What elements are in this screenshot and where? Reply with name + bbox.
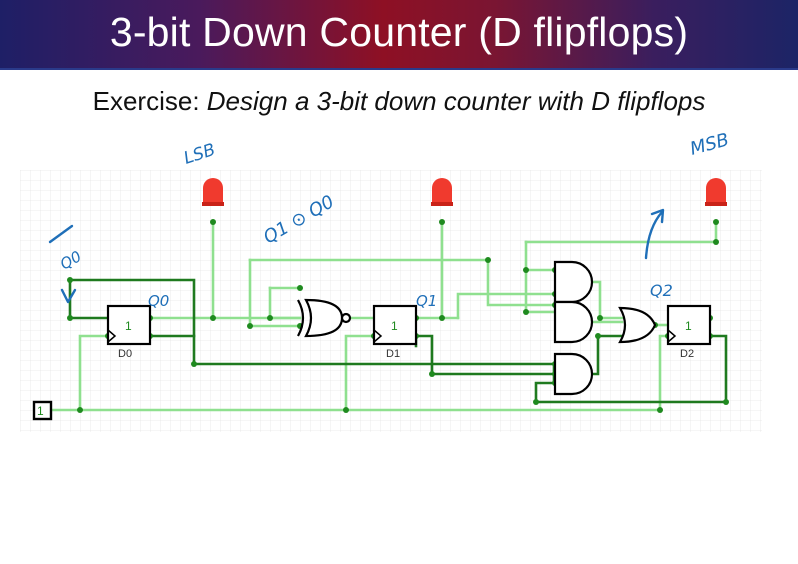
led-mid-icon xyxy=(432,178,452,204)
flipflop-d1[interactable]: 1 D1 xyxy=(372,304,418,360)
flipflop-d0-label: D0 xyxy=(118,348,132,360)
flipflop-d2-value: 1 xyxy=(685,319,692,333)
annotation-q1: Q1 xyxy=(416,292,437,310)
annotation-msb: MSB xyxy=(688,129,731,159)
and-gate-3 xyxy=(553,352,594,396)
wires-high xyxy=(48,220,718,412)
led-mid xyxy=(431,178,453,206)
exercise-line: Exercise: Design a 3-bit down counter wi… xyxy=(0,86,798,117)
led-lsb xyxy=(202,178,224,206)
annotation-q0-mid: Q0 xyxy=(148,292,169,310)
grid-canvas xyxy=(20,170,762,432)
flipflop-d0[interactable]: 1 D0 xyxy=(106,304,152,360)
or-gate xyxy=(618,306,657,344)
flipflop-d1-value: 1 xyxy=(391,319,398,333)
annotation-q0-arrow-icon xyxy=(60,288,77,304)
flipflop-d2[interactable]: 1 D2 xyxy=(666,304,712,360)
exercise-text: Design a 3-bit down counter with D flipf… xyxy=(206,86,706,116)
annotation-q2-arrow-icon xyxy=(644,210,664,260)
flipflop-d1-label: D1 xyxy=(386,348,400,360)
led-lsb-icon xyxy=(203,178,223,204)
flipflop-d2-label: D2 xyxy=(680,348,694,360)
clock-input[interactable]: 1 xyxy=(32,400,53,421)
exercise-label: Exercise: xyxy=(92,86,200,116)
led-msb-icon xyxy=(706,178,726,204)
led-msb xyxy=(705,178,727,206)
clock-input-value: 1 xyxy=(37,404,44,418)
annotation-q0-stroke xyxy=(48,224,74,244)
xnor-gate xyxy=(297,298,352,338)
flipflop-d0-value: 1 xyxy=(125,319,132,333)
annotation-q2: Q2 xyxy=(650,281,673,300)
and-gate-2 xyxy=(553,300,594,344)
annotation-lsb: LSB xyxy=(181,140,218,169)
and-gate-1 xyxy=(553,260,594,304)
title-banner: 3-bit Down Counter (D flipflops) xyxy=(0,0,798,70)
page-title: 3-bit Down Counter (D flipflops) xyxy=(109,9,689,55)
